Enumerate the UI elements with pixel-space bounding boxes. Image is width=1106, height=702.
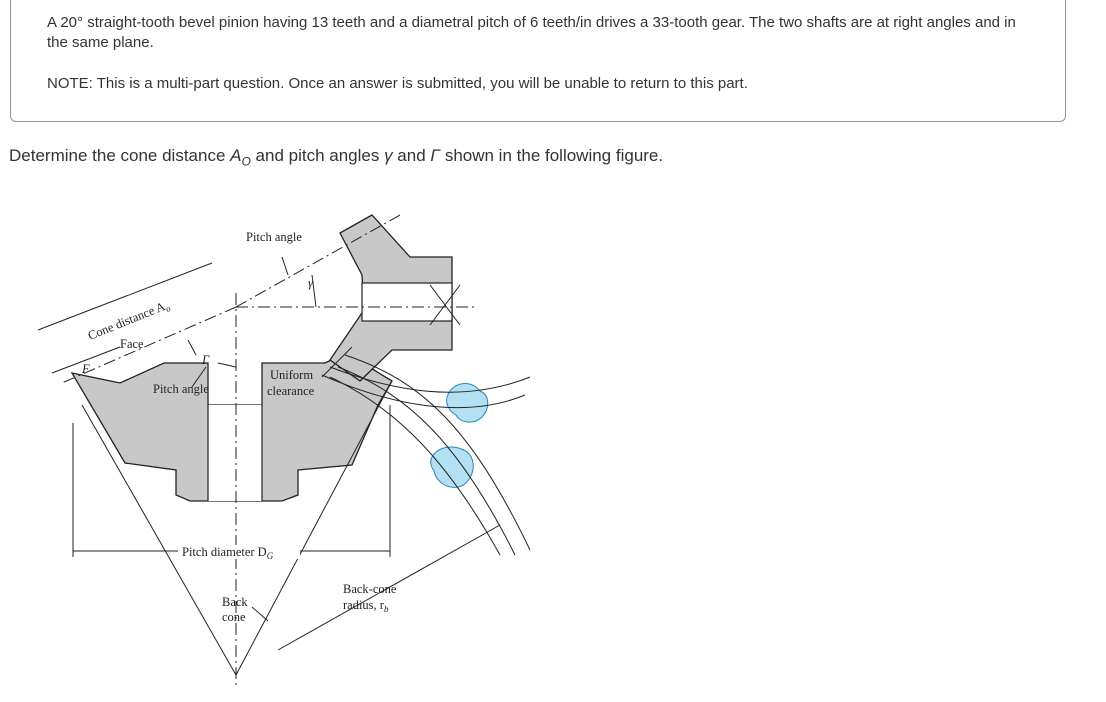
cone-distance-symbol: A (230, 146, 242, 165)
mesh-arc-4 (337, 366, 516, 556)
label-pitch-angle-top: Pitch angle (246, 230, 302, 244)
mesh-teeth (430, 383, 489, 488)
label-cone: cone (222, 610, 246, 624)
label-pitch-angle-left: Pitch angle (153, 382, 209, 396)
label-radius: radius, rb (343, 598, 389, 614)
label-gamma: γ (308, 276, 314, 290)
cone-distance-line (37, 262, 213, 331)
Gamma-arrow-right (217, 362, 237, 368)
part-prompt: Determine the cone distance AO and pitch… (9, 145, 663, 172)
question-stem: A 20° straight-tooth bevel pinion having… (47, 14, 1016, 51)
back-cone-radius-leader (277, 524, 501, 651)
mesh-arc-5 (329, 376, 501, 556)
construction-lines (37, 214, 531, 685)
prompt-text-1: Determine the cone distance (9, 146, 231, 165)
mesh-arc-1 (329, 366, 531, 393)
gamma-symbol: γ (384, 146, 393, 165)
mesh-tooth-upper (446, 383, 489, 423)
Gamma-arrow-left (187, 339, 197, 356)
cone-distance-subscript: O (241, 154, 251, 169)
label-radius-text: radius, r (343, 598, 385, 612)
label-face: Face (120, 337, 144, 351)
label-pitch-diameter-text: Pitch diameter D (182, 545, 267, 559)
back-cone-leader (251, 606, 269, 622)
pitch-angle-left-leader (191, 366, 207, 388)
prompt-text-3: shown in the following figure. (440, 146, 664, 165)
bevel-gear-diagram: Pitch angle γ Cone distance Ao Face F Γ … (37, 214, 531, 685)
label-back-cone: Back-cone (343, 582, 397, 596)
gear-bore (208, 405, 262, 501)
question-note: NOTE: This is a multi-part question. Onc… (47, 75, 748, 92)
mesh-arc-3 (344, 354, 531, 551)
prompt-and: and (392, 146, 431, 165)
label-pitch-diameter-sub: G (267, 551, 274, 561)
pitch-line-left (61, 306, 237, 384)
prompt-text-2: and pitch angles (250, 146, 385, 165)
mesh-tooth-lower (430, 446, 474, 488)
label-radius-sub: b (384, 604, 389, 614)
back-cone-right (235, 380, 393, 676)
bore-lines (207, 282, 453, 501)
label-Gamma: Γ (201, 353, 210, 367)
question-panel (10, 0, 1066, 122)
back-cone-left (81, 404, 237, 676)
pitch-line-right (235, 214, 401, 308)
label-uniform: Uniform (270, 368, 313, 382)
pitch-diameter-label-bg (178, 545, 300, 559)
bevel-gear-figure: Pitch angle γ Cone distance Ao Face F Γ … (0, 195, 560, 695)
label-F: F (81, 362, 90, 376)
label-cone-distance-sub: o (164, 303, 172, 314)
gamma-arrow (311, 274, 317, 308)
label-clearance: clearance (267, 384, 315, 398)
face-line (51, 346, 121, 374)
uniform-clearance-leader (321, 346, 353, 378)
label-back: Back (222, 595, 248, 609)
pitch-angle-leader (281, 256, 289, 276)
pinion-bore (361, 282, 453, 322)
pinion-cross-2 (429, 284, 461, 326)
big-gamma-symbol: Γ (430, 146, 441, 165)
label-pitch-diameter: Pitch diameter DG (182, 545, 274, 561)
